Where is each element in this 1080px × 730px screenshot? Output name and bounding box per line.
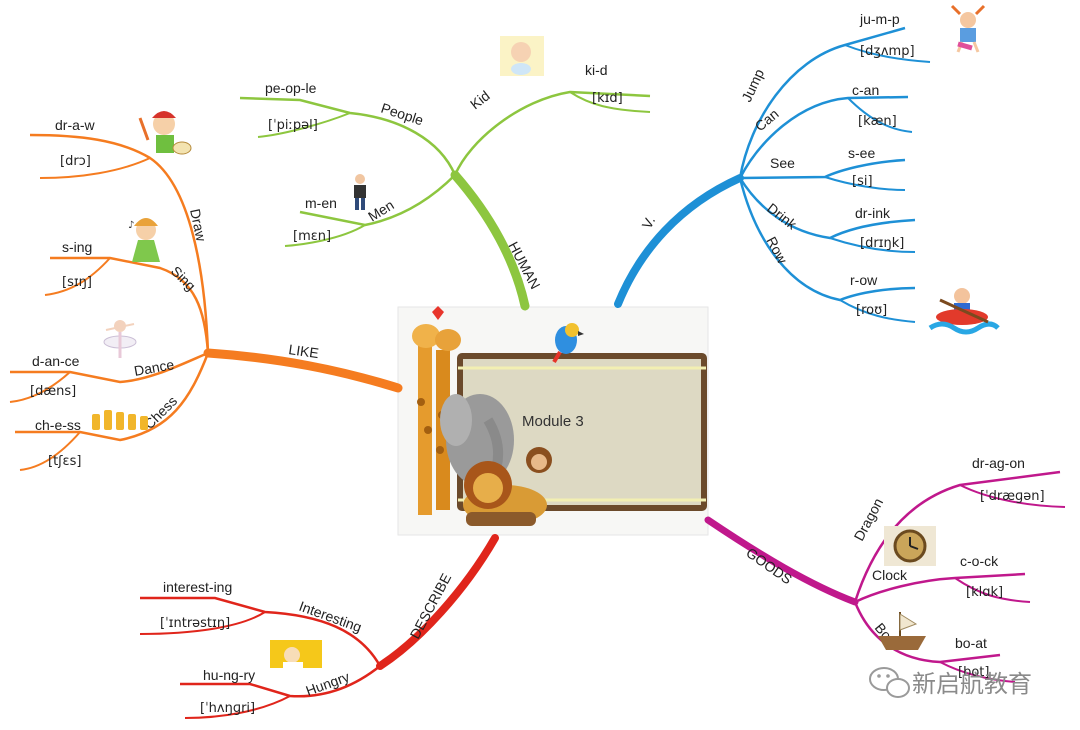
branch-people-line: [239, 96, 457, 176]
branch-see-line: [739, 158, 906, 180]
node-clock-phonetic: [klɑk]: [966, 585, 1003, 600]
branch-like-trunk: [203, 348, 403, 393]
branch-verb-trunk: [614, 174, 744, 308]
node-sing-phonetic: [sɪŋ]: [62, 275, 92, 290]
singing-girl-icon: ♪: [128, 218, 160, 262]
branch-chess-line: [15, 352, 210, 442]
node-men-word: m-en: [305, 195, 337, 211]
node-see-word: s-ee: [848, 145, 875, 161]
node-chess-phonetic: [tʃɛs]: [48, 454, 81, 469]
branch-row-line: [738, 177, 916, 302]
ship-icon: [878, 612, 926, 650]
watermark-text: 新启航教育: [912, 670, 1032, 698]
branch-describe-trunk: [376, 534, 499, 670]
log: [466, 512, 536, 526]
node-can-phonetic: [kæn]: [858, 114, 897, 129]
branch-can-line: [738, 95, 909, 179]
node-jump-word: ju-m-p: [859, 11, 900, 27]
node-clock-label: Clock: [872, 567, 908, 583]
baby-icon: [500, 36, 544, 76]
branch-interesting-line: [140, 596, 382, 667]
painter-boy-icon: [138, 111, 192, 155]
node-people-word: pe-op-le: [265, 80, 317, 96]
branch-dragon-line: [853, 470, 1061, 603]
node-see-label: See: [770, 155, 795, 171]
branch-human: HUMAN Kid ki-d [kɪd] People pe-op-le [ˈp…: [239, 36, 651, 311]
node-dance-label: Dance: [133, 356, 176, 379]
man-icon: [354, 174, 366, 210]
branch-goods-trunk: [704, 516, 859, 606]
rowing-boy-icon: [928, 288, 1000, 335]
branch-dance-line: [10, 351, 209, 384]
node-row-word: r-ow: [850, 272, 878, 288]
node-dragon-phonetic: [ˈdræɡən]: [980, 489, 1045, 504]
branch-jump-line: [738, 26, 906, 179]
node-dance-phonetic: [dæns]: [30, 384, 76, 399]
node-draw-phonetic: [drɔ]: [60, 154, 91, 169]
node-dragon-label: Dragon: [851, 495, 887, 543]
svg-text:♪: ♪: [128, 220, 134, 231]
node-row-phonetic: [roʊ]: [856, 303, 887, 318]
node-jump-phonetic: [dʒʌmp]: [860, 44, 915, 59]
node-drink-word: dr-ink: [855, 205, 891, 221]
node-clock-word: c-o-ck: [960, 553, 999, 569]
node-sing-word: s-ing: [62, 239, 92, 255]
node-interesting-word: interest-ing: [163, 579, 232, 595]
node-boat-word: bo-at: [955, 635, 987, 651]
node-sing-label: Sing: [168, 263, 199, 294]
node-dance-word: d-an-ce: [32, 353, 80, 369]
node-draw-label: Draw: [187, 207, 210, 243]
branch-goods: GOODS Dragon dr-ag-on [ˈdræɡən] Clock c-…: [704, 455, 1066, 683]
node-draw-word: dr-a-w: [55, 117, 96, 133]
branch-draw-line: [29, 133, 210, 354]
center-title: Module 3: [522, 413, 584, 430]
wechat-icon: [869, 667, 910, 698]
ballerina-icon: [103, 320, 137, 358]
watermark: 新启航教育: [869, 667, 1032, 698]
branch-drink-line: [738, 177, 916, 240]
branch-hungry-line: [180, 665, 381, 698]
node-jump-label: Jump: [738, 66, 767, 104]
heart-icon: [432, 306, 444, 320]
center-image: Module 3: [397, 306, 709, 536]
node-can-word: c-an: [852, 82, 879, 98]
branch-clock-line: [854, 572, 1026, 604]
monkey-icon: [526, 447, 552, 473]
node-hungry-phonetic: [ˈhʌŋɡri]: [200, 701, 255, 716]
branch-verb-label: V.: [639, 213, 659, 231]
node-chess-word: ch-e-ss: [35, 417, 81, 433]
node-interesting-phonetic: [ˈɪntrəstɪŋ]: [160, 616, 230, 631]
jumping-girl-icon: [950, 4, 986, 53]
node-men-phonetic: [mɛn]: [293, 229, 331, 244]
node-kid-label: Kid: [467, 87, 493, 112]
node-kid-phonetic: [kɪd]: [592, 91, 623, 106]
node-hungry-word: hu-ng-ry: [203, 667, 255, 683]
chess-pieces-icon: [92, 410, 148, 430]
node-see-phonetic: [si]: [852, 174, 873, 189]
node-people-label: People: [379, 100, 426, 129]
branch-describe: DESCRIBE interest-ing [ˈɪntrəstɪŋ] Inter…: [139, 534, 499, 719]
node-hungry-label: Hungry: [304, 668, 352, 698]
node-row-label: Row: [763, 234, 791, 267]
branch-human-trunk: [450, 170, 530, 311]
branch-kid-line: [453, 90, 651, 176]
branch-verb: V. Jump ju-m-p [dʒʌmp] Can c-an [kæn] Se…: [614, 4, 1000, 335]
lion-icon: [463, 461, 547, 526]
node-people-phonetic: [ˈpiːpəl]: [268, 118, 318, 133]
parrot-icon: [552, 323, 584, 364]
node-kid-word: ki-d: [585, 62, 608, 78]
clock-icon: [884, 526, 936, 566]
node-drink-phonetic: [drɪŋk]: [860, 236, 904, 251]
thinking-kid-icon: [270, 640, 322, 668]
node-dragon-word: dr-ag-on: [972, 455, 1025, 471]
branch-men-line: [299, 174, 456, 227]
branch-like: LIKE Draw dr-a-w [drɔ] Sing s-ing [sɪŋ] …: [9, 111, 403, 471]
node-boat-phonetic: [bot]: [958, 665, 989, 680]
branch-sing-line: [50, 256, 210, 354]
branch-like-label: LIKE: [288, 341, 320, 361]
